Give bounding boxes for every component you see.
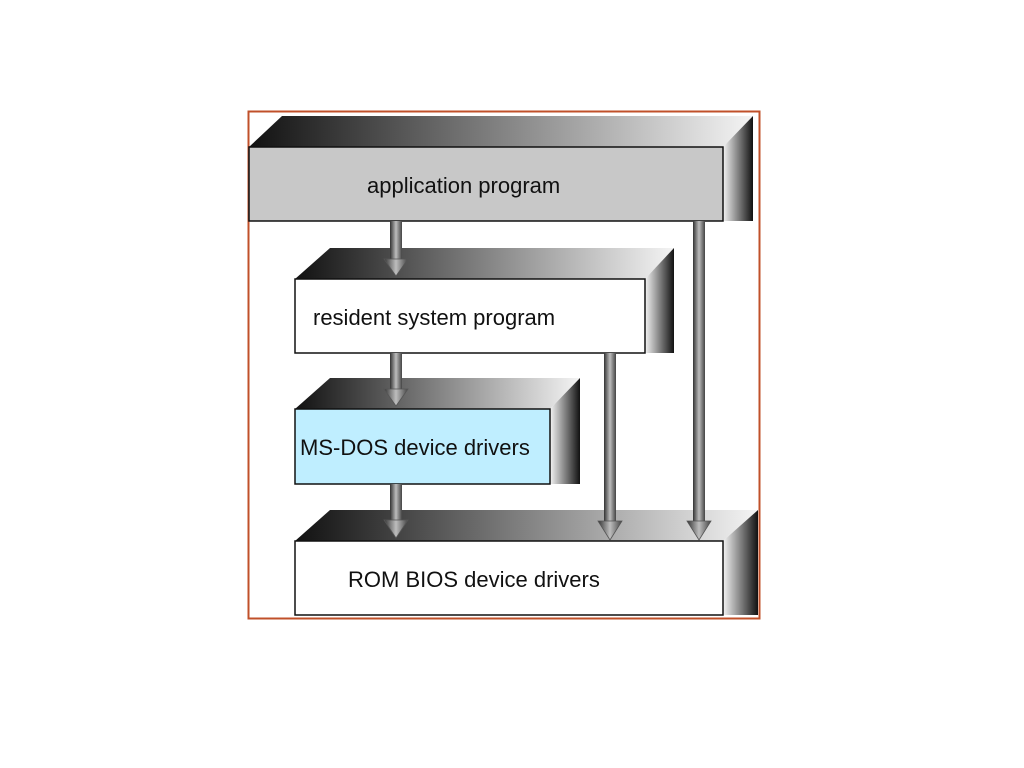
layer-rom-bios-side <box>723 510 758 615</box>
arrow-resident-to-rombios <box>597 353 623 541</box>
layer-application-label: application program <box>367 173 560 198</box>
layer-application-side <box>723 116 753 221</box>
layer-msdos-top <box>295 378 580 409</box>
layer-rom-bios-top <box>295 510 758 541</box>
layer-application-top <box>249 116 753 147</box>
arrow-resident-to-msdos <box>383 353 409 407</box>
layer-msdos-front <box>294 408 551 485</box>
layer-msdos-side <box>550 378 580 484</box>
arrow-application-to-rombios <box>686 221 712 541</box>
layer-resident-label: resident system program <box>313 305 555 330</box>
layer-resident-top <box>295 248 674 279</box>
layer-resident-side <box>645 248 674 353</box>
layer-application: application program <box>248 116 753 222</box>
layer-application-front <box>248 146 724 222</box>
layer-rom-bios-front <box>294 540 724 616</box>
layer-msdos-label: MS-DOS device drivers <box>300 435 530 460</box>
layer-rom-bios: ROM BIOS device drivers <box>294 510 758 616</box>
layer-resident: resident system program <box>294 248 674 354</box>
layer-resident-front <box>294 278 646 354</box>
layer-msdos: MS-DOS device drivers <box>294 378 580 485</box>
layer-rom-bios-label: ROM BIOS device drivers <box>348 567 600 592</box>
arrow-msdos-to-rombios <box>383 484 409 539</box>
arrow-application-to-resident <box>383 221 409 277</box>
